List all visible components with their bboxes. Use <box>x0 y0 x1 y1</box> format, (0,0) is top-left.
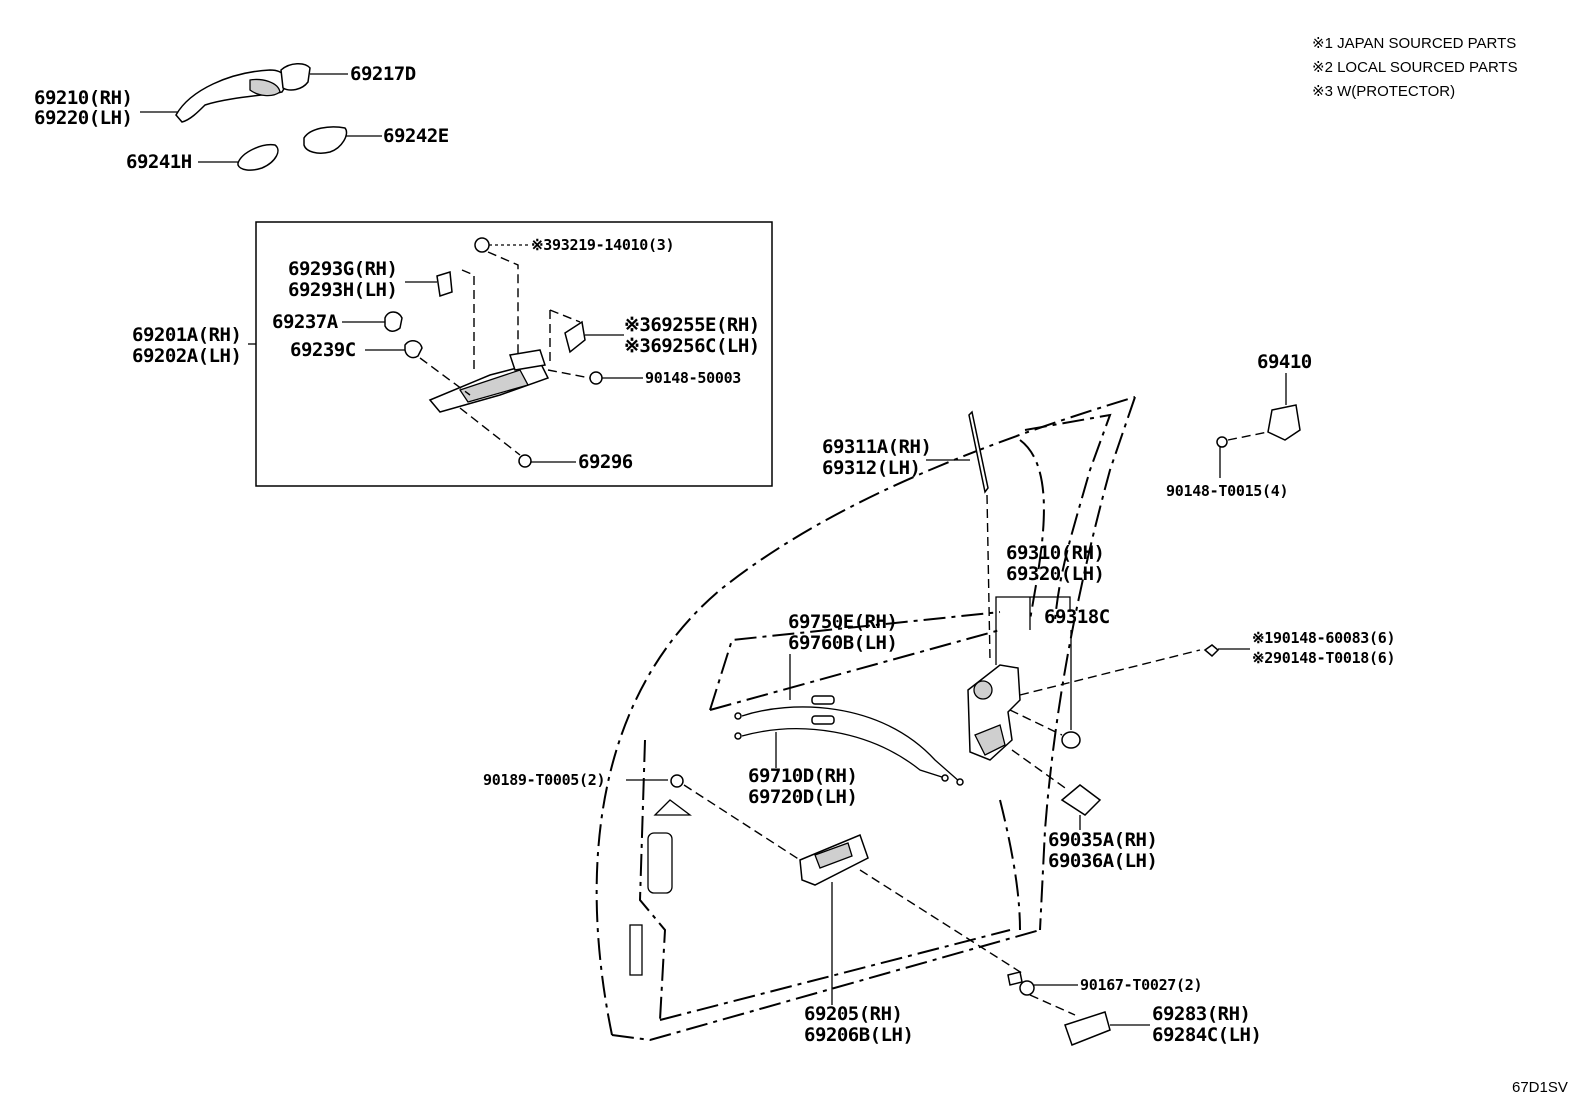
label-69293h: 69293H(LH) <box>288 279 397 301</box>
label-90167: 90167-T0027(2) <box>1080 976 1202 994</box>
label-69255e: ※369255E(RH) <box>624 314 760 336</box>
label-69256c: ※369256C(LH) <box>624 335 760 357</box>
label-69220: 69220(LH) <box>34 107 132 129</box>
label-90148-60083: ※190148-60083(6) <box>1252 629 1395 647</box>
striker-69410 <box>1216 373 1301 478</box>
label-69206b: 69206B(LH) <box>804 1024 913 1046</box>
door-lock-assembly <box>967 664 1021 761</box>
handle-pad-upper <box>303 126 382 154</box>
door-latch-hole <box>647 832 673 894</box>
label-69750e: 69750E(RH) <box>788 611 897 633</box>
label-69241h: 69241H <box>126 151 192 173</box>
screw-top-393219 <box>474 237 530 253</box>
handle-pad-lower <box>198 143 279 171</box>
label-69710d: 69710D(RH) <box>748 765 857 787</box>
screw-90167 <box>1007 971 1078 1016</box>
label-90148-t0018: ※290148-T0018(6) <box>1252 649 1395 667</box>
label-69284c: 69284C(LH) <box>1152 1024 1261 1046</box>
inside-handle <box>799 834 1026 1005</box>
label-69202a: 69202A(LH) <box>132 345 241 367</box>
label-90148-50003: 90148-50003 <box>645 369 741 387</box>
cover-69283 <box>1064 1011 1150 1046</box>
label-393219: ※393219-14010(3) <box>531 236 674 254</box>
label-69035a: 69035A(RH) <box>1048 829 1157 851</box>
handle-cap <box>280 63 348 91</box>
label-69283: 69283(RH) <box>1152 1003 1250 1025</box>
label-69210: 69210(RH) <box>34 87 132 109</box>
label-69217d: 69217D <box>350 63 416 85</box>
label-69237a: 69237A <box>272 311 339 333</box>
label-69720d: 69720D(LH) <box>748 786 857 808</box>
label-69296: 69296 <box>578 451 633 473</box>
note-japan-sourced: ※1 JAPAN SOURCED PARTS <box>1312 35 1516 52</box>
lock-cables <box>734 695 964 786</box>
protector-69255e <box>549 309 624 354</box>
clip-69293 <box>405 271 453 297</box>
label-69760b: 69760B(LH) <box>788 632 897 654</box>
door-outline <box>595 396 1136 1042</box>
label-69320: 69320(LH) <box>1006 563 1104 585</box>
label-69205: 69205(RH) <box>804 1003 902 1025</box>
label-69310: 69310(RH) <box>1006 542 1104 564</box>
screw-90148-60083 <box>1203 644 1250 658</box>
lock-rod <box>926 410 991 661</box>
door-notch <box>653 799 692 816</box>
label-90148-t0015: 90148-T0015(4) <box>1166 482 1288 500</box>
grommet-69318c <box>1061 731 1081 749</box>
frame-assembly-box <box>255 221 773 487</box>
label-90189: 90189-T0005(2) <box>483 771 605 789</box>
label-69036a: 69036A(LH) <box>1048 850 1157 872</box>
label-69242e: 69242E <box>383 125 449 147</box>
screw-90148-50003 <box>547 369 643 385</box>
diagram-code: 67D1SV <box>1512 1079 1568 1096</box>
label-69293g: 69293G(RH) <box>288 258 397 280</box>
outside-handle <box>140 69 287 123</box>
label-69201a: 69201A(RH) <box>132 324 241 346</box>
label-69410: 69410 <box>1257 351 1312 373</box>
screw-90189 <box>626 774 801 861</box>
frame-bracket <box>428 349 550 413</box>
note-protector: ※3 W(PROTECTOR) <box>1312 83 1455 100</box>
note-local-sourced: ※2 LOCAL SOURCED PARTS <box>1312 59 1518 76</box>
label-69312: 69312(LH) <box>822 457 920 479</box>
protector-69035a <box>1011 749 1102 830</box>
label-69239c: 69239C <box>290 339 356 361</box>
label-69311a: 69311A(RH) <box>822 436 931 458</box>
cap-69239c <box>365 340 423 359</box>
door-slot <box>629 924 643 976</box>
screw-69296 <box>459 407 576 468</box>
seal-69237a <box>342 311 403 332</box>
label-69318c: 69318C <box>1044 606 1110 628</box>
